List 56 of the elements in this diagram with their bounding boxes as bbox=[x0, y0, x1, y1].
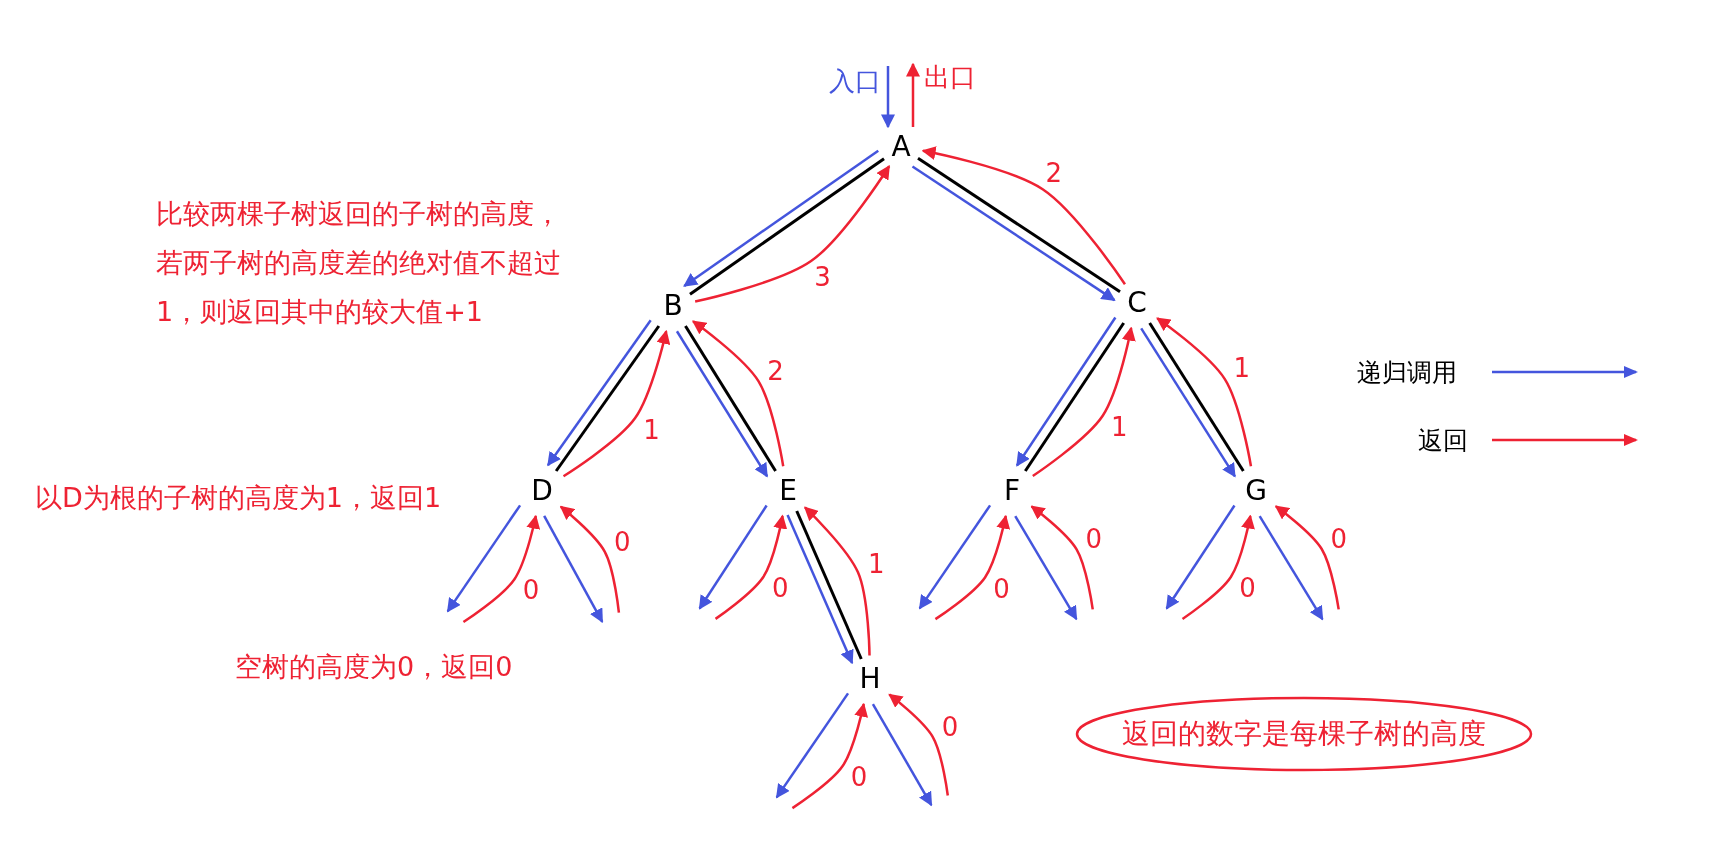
legend-text: 返回 bbox=[1418, 425, 1468, 457]
arrow bbox=[911, 165, 1116, 302]
arrow bbox=[775, 692, 850, 799]
arrow bbox=[786, 514, 854, 665]
arrow bbox=[462, 514, 541, 624]
annotation-text: 比较两棵子树返回的子树的高度，若两子树的高度差的绝对值不超过1，则返回其中的较大值+1 bbox=[156, 197, 562, 329]
tree-branch-line bbox=[917, 157, 1121, 293]
arrow bbox=[871, 703, 933, 807]
tree-branch-line bbox=[554, 325, 661, 472]
arrow bbox=[562, 329, 671, 478]
arrow bbox=[683, 149, 879, 287]
arrow bbox=[803, 506, 871, 656]
note-text: 返回的数字是每棵子树的高度 bbox=[1122, 720, 1486, 748]
arrow bbox=[918, 504, 992, 610]
arrow bbox=[888, 693, 950, 796]
tree-node-letter: D bbox=[527, 473, 557, 509]
legend-text: 递归调用 bbox=[1357, 357, 1457, 389]
tree-branch-line bbox=[1024, 322, 1125, 472]
arrow bbox=[1274, 505, 1340, 610]
tree-branch-line bbox=[795, 510, 863, 660]
tree-node-letter: G bbox=[1241, 473, 1271, 509]
arrow bbox=[698, 504, 768, 610]
arrow bbox=[691, 320, 785, 467]
arrow bbox=[559, 505, 621, 613]
arrow bbox=[446, 504, 522, 613]
tree-branch-line bbox=[1148, 322, 1245, 472]
tree-node-letter: B bbox=[658, 288, 688, 324]
arrow bbox=[1032, 326, 1136, 477]
arrow bbox=[1165, 504, 1236, 610]
annotation-text: 以D为根的子树的高度为1，返回1 bbox=[35, 481, 442, 515]
arrow bbox=[934, 514, 1011, 621]
arrow bbox=[1258, 515, 1324, 621]
arrow-caption: 出口 bbox=[921, 62, 979, 92]
tree-node-letter: F bbox=[997, 473, 1027, 509]
arrow bbox=[543, 515, 604, 624]
arrow bbox=[881, 66, 895, 129]
arrow bbox=[675, 330, 769, 478]
note-ellipse bbox=[1075, 696, 1533, 772]
arrow bbox=[1156, 317, 1253, 467]
arrow bbox=[1140, 327, 1236, 478]
annotation-text: 空树的高度为0，返回0 bbox=[235, 650, 513, 684]
arrow bbox=[1015, 316, 1117, 467]
arrow bbox=[1014, 515, 1078, 621]
arrow bbox=[1181, 514, 1255, 620]
arrow-caption: 入口 bbox=[826, 66, 884, 96]
arrow bbox=[714, 514, 788, 620]
arrow bbox=[906, 62, 920, 127]
tree-node-letter: E bbox=[773, 473, 803, 509]
arrow bbox=[1030, 505, 1094, 610]
tree-node-letter: A bbox=[886, 129, 916, 165]
arrow bbox=[546, 319, 652, 467]
tree-node-letter: H bbox=[855, 661, 885, 697]
arrow bbox=[921, 146, 1126, 285]
tree-branch-line bbox=[684, 325, 777, 472]
tree-node-letter: C bbox=[1122, 285, 1152, 321]
arrow bbox=[791, 702, 868, 810]
